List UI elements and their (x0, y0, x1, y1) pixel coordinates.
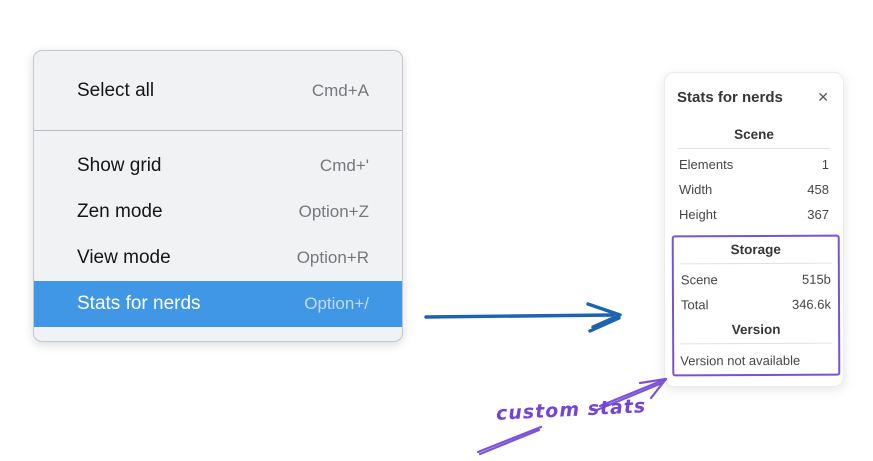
menu-item-view-mode[interactable]: View mode Option+R (34, 235, 402, 281)
menu-item-stats-for-nerds[interactable]: Stats for nerds Option+/ (34, 281, 402, 327)
section-divider (679, 262, 832, 265)
stat-value: 346.6k (791, 296, 832, 312)
menu-item-select-all[interactable]: Select all Cmd+A (34, 51, 402, 130)
context-menu: Select all Cmd+A Show grid Cmd+' Zen mod… (33, 50, 403, 342)
arrow-menu-to-panel-icon (424, 302, 622, 333)
annotation-label: custom stats (495, 395, 647, 425)
section-divider (678, 148, 830, 149)
stat-row-width: Width 458 (677, 177, 831, 202)
menu-item-label: Select all (77, 79, 155, 101)
section-heading-version: Version (731, 321, 781, 338)
menu-item-show-grid[interactable]: Show grid Cmd+' (34, 143, 402, 189)
stat-value: 515b (801, 271, 831, 287)
stat-row-total-storage: Total 346.6k (679, 292, 833, 318)
stat-value: 458 (807, 182, 829, 197)
panel-header: Stats for nerds ✕ (677, 85, 831, 109)
menu-item-label: View mode (77, 247, 171, 268)
stat-row-height: Height 367 (677, 202, 831, 227)
close-icon[interactable]: ✕ (817, 89, 829, 105)
stats-panel: Stats for nerds ✕ Scene Elements 1 Width… (664, 72, 844, 387)
stat-label: Height (679, 207, 717, 222)
menu-item-shortcut: Option+R (296, 248, 369, 267)
version-note: Version not available (680, 352, 801, 369)
stat-row-elements: Elements 1 (677, 152, 831, 177)
stat-value: 367 (807, 207, 829, 222)
stat-label: Width (679, 182, 713, 197)
menu-item-label: Stats for nerds (77, 293, 201, 314)
menu-item-shortcut: Cmd+' (319, 156, 369, 175)
section-heading-scene: Scene (734, 127, 774, 142)
custom-stats-highlight-box: Storage Scene 515b Total 346.6k Version … (671, 234, 841, 377)
panel-title: Stats for nerds (677, 88, 783, 106)
section-divider (680, 342, 833, 345)
stat-label: Total (680, 297, 709, 313)
menu-item-shortcut: Cmd+A (311, 80, 369, 100)
stat-label: Elements (679, 157, 734, 172)
stat-row-scene-storage: Scene 515b (679, 267, 833, 293)
menu-item-zen-mode[interactable]: Zen mode Option+Z (34, 189, 402, 235)
section-heading-storage: Storage (730, 241, 781, 258)
menu-item-label: Zen mode (77, 201, 163, 222)
menu-divider (34, 130, 402, 131)
stat-value: 1 (821, 157, 829, 172)
menu-group: Show grid Cmd+' Zen mode Option+Z View m… (34, 131, 402, 341)
menu-item-shortcut: Option+Z (298, 202, 369, 221)
menu-item-shortcut: Option+/ (304, 294, 369, 313)
menu-item-label: Show grid (77, 155, 162, 176)
stat-label: Scene (680, 272, 718, 288)
